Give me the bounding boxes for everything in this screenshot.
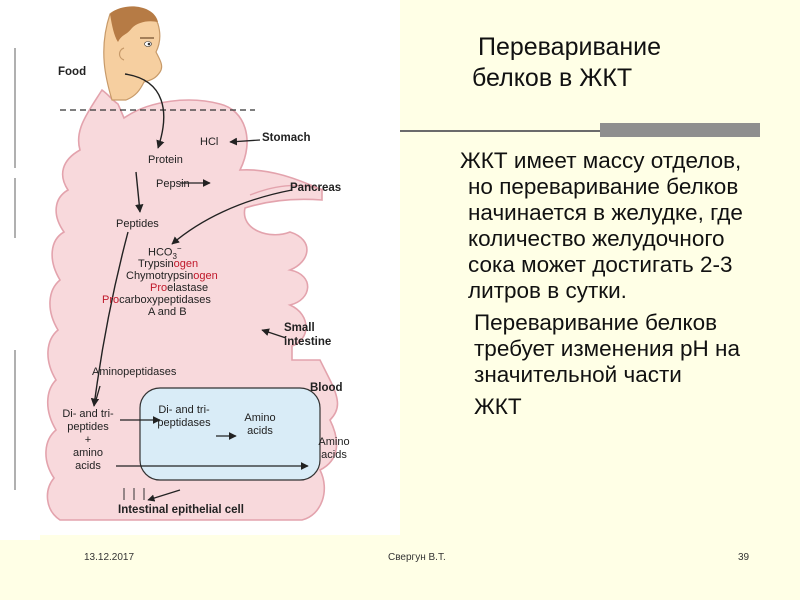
arrow-aminopeptidases bbox=[95, 385, 101, 401]
footer-page-number: 39 bbox=[738, 552, 750, 563]
arrow-food-to-protein bbox=[124, 73, 165, 149]
trypsinogen-label: Trypsinogen bbox=[138, 258, 199, 270]
amino-acids-cell-label: Amino acids bbox=[244, 412, 276, 437]
digestive-tract-illustration bbox=[45, 6, 339, 521]
small-label: Small bbox=[284, 322, 315, 334]
title-line-2: белков в ЖКТ bbox=[472, 64, 633, 92]
title-divider bbox=[400, 130, 760, 132]
chymotrypsinogen-label: Chymotrypsinogen bbox=[126, 270, 218, 282]
blood-label: Blood bbox=[310, 382, 343, 394]
hco3-label: HCO3− bbox=[148, 244, 182, 261]
pepsin-label: Pepsin bbox=[156, 178, 190, 190]
left-margin-strip bbox=[0, 0, 40, 540]
protein-digestion-diagram: Food HCl Stomach Protein Pepsin Pancreas… bbox=[40, 0, 400, 535]
margin-text-fragment bbox=[14, 178, 16, 238]
slide-title: Переваривание белков в ЖКТ bbox=[472, 32, 772, 94]
pancreas-label: Pancreas bbox=[290, 182, 342, 194]
arrow-epithelial-label bbox=[147, 489, 181, 502]
arrow-stomach-to-hcl bbox=[229, 137, 261, 146]
di-tri-peptidases-label: Di- and tri- peptidases bbox=[157, 404, 211, 429]
title-line-1: Переваривание bbox=[478, 33, 662, 61]
stomach-label: Stomach bbox=[262, 132, 311, 144]
body-paragraph-2: Переваривание белков требует изменения р… bbox=[474, 310, 740, 387]
aminopeptidases-label: Aminopeptidases bbox=[92, 366, 177, 378]
amino-acids-blood-label: Amino acids bbox=[318, 436, 350, 461]
head-illustration bbox=[103, 6, 163, 101]
di-tri-peptides-label: Di- and tri- peptides + amino acids bbox=[62, 408, 114, 472]
margin-text-fragment bbox=[14, 350, 16, 490]
body-paragraph-1: ЖКТ имеет массу отделов, но переваривани… bbox=[460, 148, 743, 303]
peptides-label: Peptides bbox=[116, 218, 159, 230]
arrow-protein-to-peptides bbox=[135, 171, 144, 213]
arrow-peptides-to-di-tri bbox=[90, 231, 129, 407]
footer-author: Свергун В.Т. bbox=[388, 552, 446, 563]
arrow-pancreas-to-intestine bbox=[171, 189, 293, 245]
protein-label: Protein bbox=[148, 154, 183, 166]
body-paragraph-3: ЖКТ bbox=[474, 394, 522, 419]
procarboxypeptidases-label: Procarboxypeptidases bbox=[102, 294, 211, 306]
food-label: Food bbox=[58, 66, 87, 78]
pancreas-duct bbox=[249, 184, 325, 196]
slide-body: ЖКТ имеет массу отделов, но переваривани… bbox=[460, 148, 766, 426]
title-accent-bar bbox=[600, 123, 760, 137]
a-and-b-label: A and B bbox=[148, 306, 187, 318]
epithelial-cell-label: Intestinal epithelial cell bbox=[118, 504, 244, 516]
intestine-label: intestine bbox=[284, 336, 332, 348]
margin-text-fragment bbox=[14, 48, 16, 168]
arrow-small-intestine bbox=[261, 328, 287, 339]
proelastase-label: Proelastase bbox=[150, 282, 209, 294]
hcl-label: HCl bbox=[200, 136, 219, 148]
footer-date: 13.12.2017 bbox=[84, 552, 135, 563]
